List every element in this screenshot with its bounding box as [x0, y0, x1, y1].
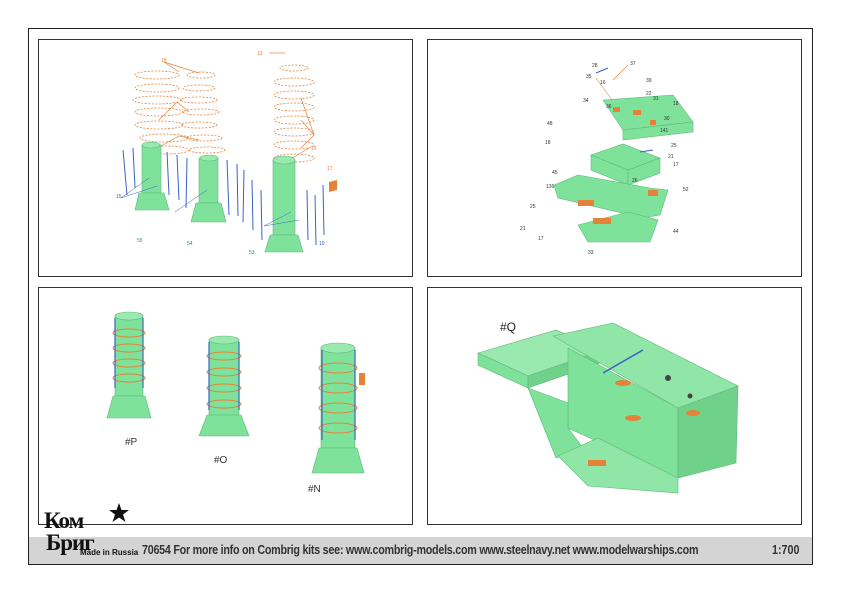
part-label: 44: [673, 229, 679, 235]
funnels-assembled-drawing: [106, 311, 365, 474]
part-label: 53: [249, 250, 255, 256]
part-label: 17: [327, 166, 333, 172]
part-label: 35: [586, 74, 592, 80]
part-label: 21: [668, 154, 674, 160]
part-label: 37: [630, 61, 636, 67]
part-label: 25: [671, 143, 677, 149]
assembly-label-n: #N: [308, 484, 321, 495]
panel-funnel-explode: 18 13 15 17 15 19 55 54 53: [38, 39, 413, 277]
part-label: 19: [319, 241, 325, 247]
part-label: 36: [606, 104, 612, 110]
part-label: 16: [600, 80, 606, 86]
part-label: 15: [116, 194, 122, 200]
part-label: 54: [187, 241, 193, 247]
part-label: 28: [592, 63, 598, 69]
part-label: 33: [588, 250, 594, 256]
assembly-label-o: #O: [214, 455, 228, 466]
footer-info-text: 70654 For more info on Combrig kits see:…: [142, 543, 699, 557]
part-label: 55: [137, 238, 143, 244]
part-label: 48: [547, 121, 553, 127]
part-label: 21: [520, 226, 526, 232]
star-icon: [109, 503, 129, 522]
part-label: 15: [311, 146, 317, 152]
assembly-label-p: #P: [125, 437, 138, 448]
made-in-russia-label: Made in Russia: [80, 548, 139, 557]
part-label: 31: [653, 96, 659, 102]
part-label: 141: [660, 128, 669, 134]
bridge-assembled-drawing: [477, 322, 739, 494]
combrig-logo: Ком Бриг Made in Russia: [44, 503, 144, 558]
panel-funnels-assembled: [38, 287, 413, 525]
part-label: 25: [530, 204, 536, 210]
assembly-label-q: #Q: [500, 320, 517, 334]
part-label: 39: [646, 78, 652, 84]
part-label: 26: [632, 178, 638, 184]
part-label: 52: [683, 187, 689, 193]
part-label: 18: [545, 140, 551, 146]
part-label: 34: [583, 98, 589, 104]
funnel-explode-drawing: 18 13 15 17 15 19 55 54 53: [116, 51, 337, 256]
panel-bridge-assembled: [427, 287, 802, 525]
part-label: 22: [646, 91, 652, 97]
logo-line-1: Ком: [44, 508, 84, 533]
part-label: 45: [552, 170, 558, 176]
footer-bar: [29, 537, 812, 564]
part-label: 136: [546, 184, 555, 190]
part-label: 17: [538, 236, 544, 242]
panel-bridge-explode: 28 37 35 16 39 36 22 34 31 18 48 30 141 …: [427, 39, 802, 277]
part-label: 13: [257, 51, 263, 57]
bridge-explode-drawing: 28 37 35 16 39 36 22 34 31 18 48 30 141 …: [520, 61, 694, 256]
part-label: 18: [161, 58, 167, 64]
part-label: 30: [664, 116, 670, 122]
logo-line-2: Бриг: [46, 530, 95, 555]
scale-label: 1:700: [772, 543, 800, 557]
sheet-frame: [28, 28, 813, 565]
part-label: 18: [673, 101, 679, 107]
part-label: 17: [673, 162, 679, 168]
